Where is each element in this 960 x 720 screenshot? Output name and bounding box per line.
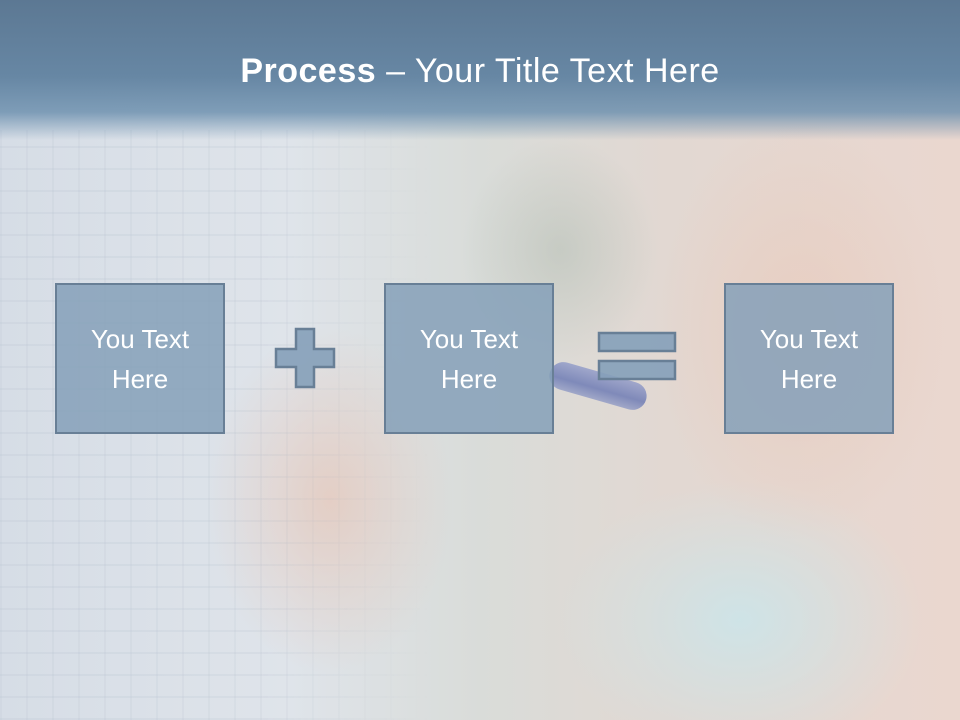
process-box-3-text: You Text Here [759,323,859,394]
slide-title[interactable]: Process – Your Title Text Here [0,52,960,91]
title-bold-part: Process [240,52,377,90]
process-box-1[interactable]: You Text Here [55,283,225,434]
title-regular-part: – Your Title Text Here [376,52,720,90]
process-box-2[interactable]: You Text Here [384,283,554,434]
process-box-1-text: You Text Here [90,323,190,394]
equals-icon [597,331,677,381]
process-box-3[interactable]: You Text Here [724,283,894,434]
title-bar: Process – Your Title Text Here [0,0,960,140]
plus-icon [274,327,336,389]
process-box-2-text: You Text Here [419,323,519,394]
